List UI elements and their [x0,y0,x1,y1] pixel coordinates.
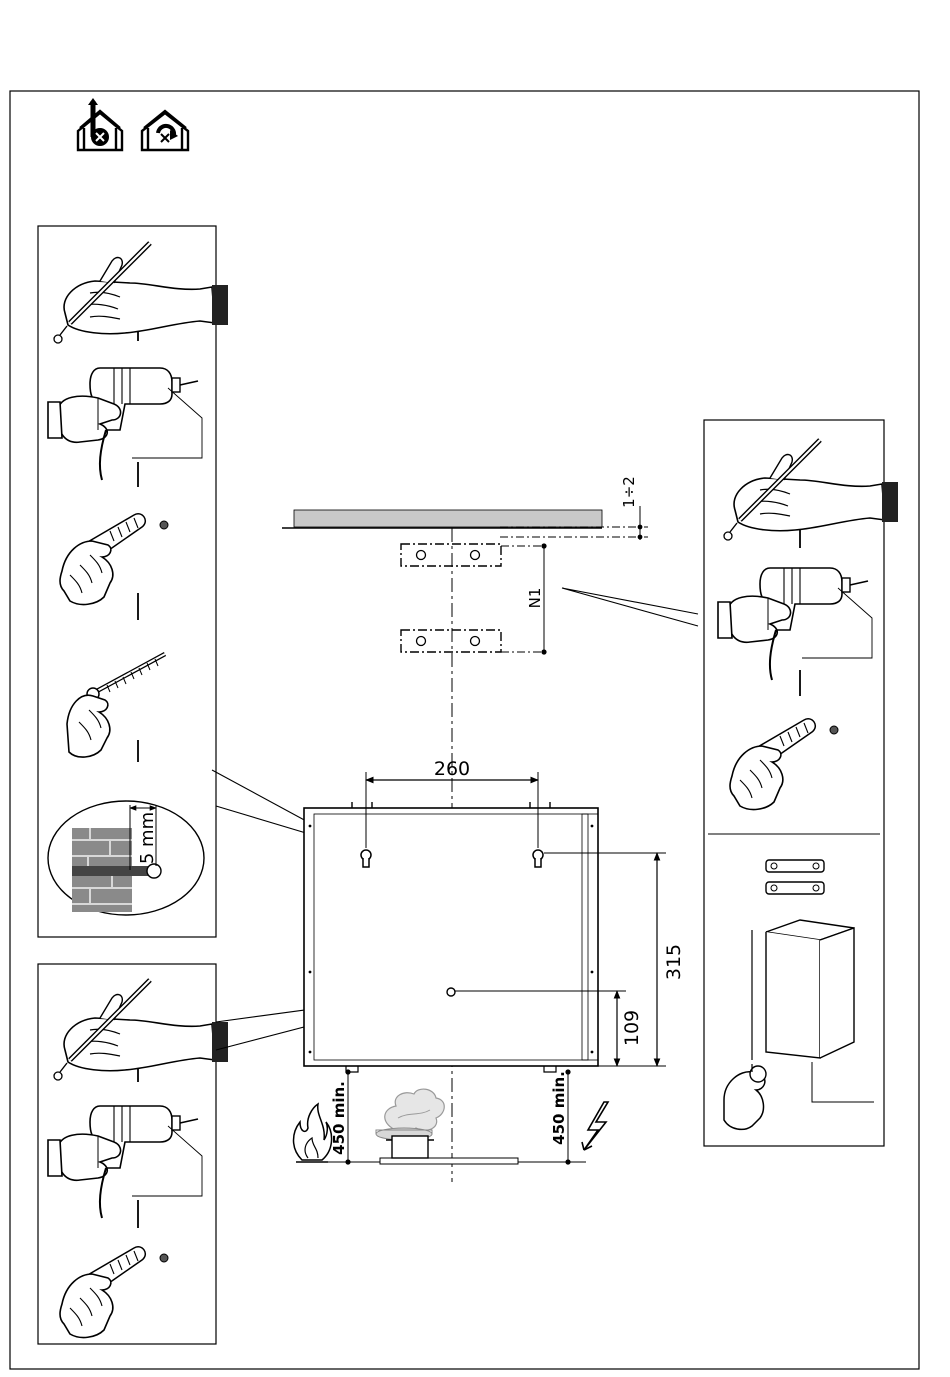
chimney-brackets [766,860,824,894]
page-frame [10,91,919,1369]
hood-back-panel [304,802,598,1072]
electric-hazard-icon [582,1102,608,1150]
upper-fixing-bracket [401,544,501,566]
bracket-spacing-label: N1 [526,588,544,609]
lower-hole-height-label: 109 [621,1010,643,1046]
drill-icon [48,1106,202,1218]
drill-icon [48,368,202,480]
upper-right-keyhole [533,850,543,867]
clearance-dimensions [310,1069,586,1164]
gas-flame-icon [294,1104,332,1162]
screw-icon [67,654,165,757]
wall-plug-icon [60,1247,168,1338]
clearance-left-label: 450 min. [330,1081,348,1155]
extraction-mode-icon [78,98,122,150]
drill-icon [718,568,872,680]
screw-detail-zoom [48,801,204,915]
callout-bracket [562,588,698,626]
recirculation-mode-icon [142,111,188,150]
clearance-right-label: 450 min. [550,1071,568,1145]
mark-hole-icon [54,243,228,343]
wall-plug-icon [730,719,838,810]
lower-fixing-hole [447,988,455,996]
left-panel-bottom [38,964,228,1344]
pot-with-steam-icon [376,1089,444,1158]
upper-left-keyhole [361,850,371,867]
mark-hole-icon [724,440,898,540]
lower-fixing-bracket [401,630,501,652]
wall-plug-icon [60,514,168,605]
mark-hole-icon [54,980,228,1080]
ceiling-gap-label: 1÷2 [620,476,638,508]
hand-tape-icon [724,1064,766,1129]
right-panel [704,420,898,1146]
hole-spacing-label: 260 [434,758,470,780]
upper-hole-height-label: 315 [663,944,685,980]
screw-gap-label: 5 mm [137,812,158,864]
chimney-cover [752,920,874,1102]
ceiling [294,510,602,527]
